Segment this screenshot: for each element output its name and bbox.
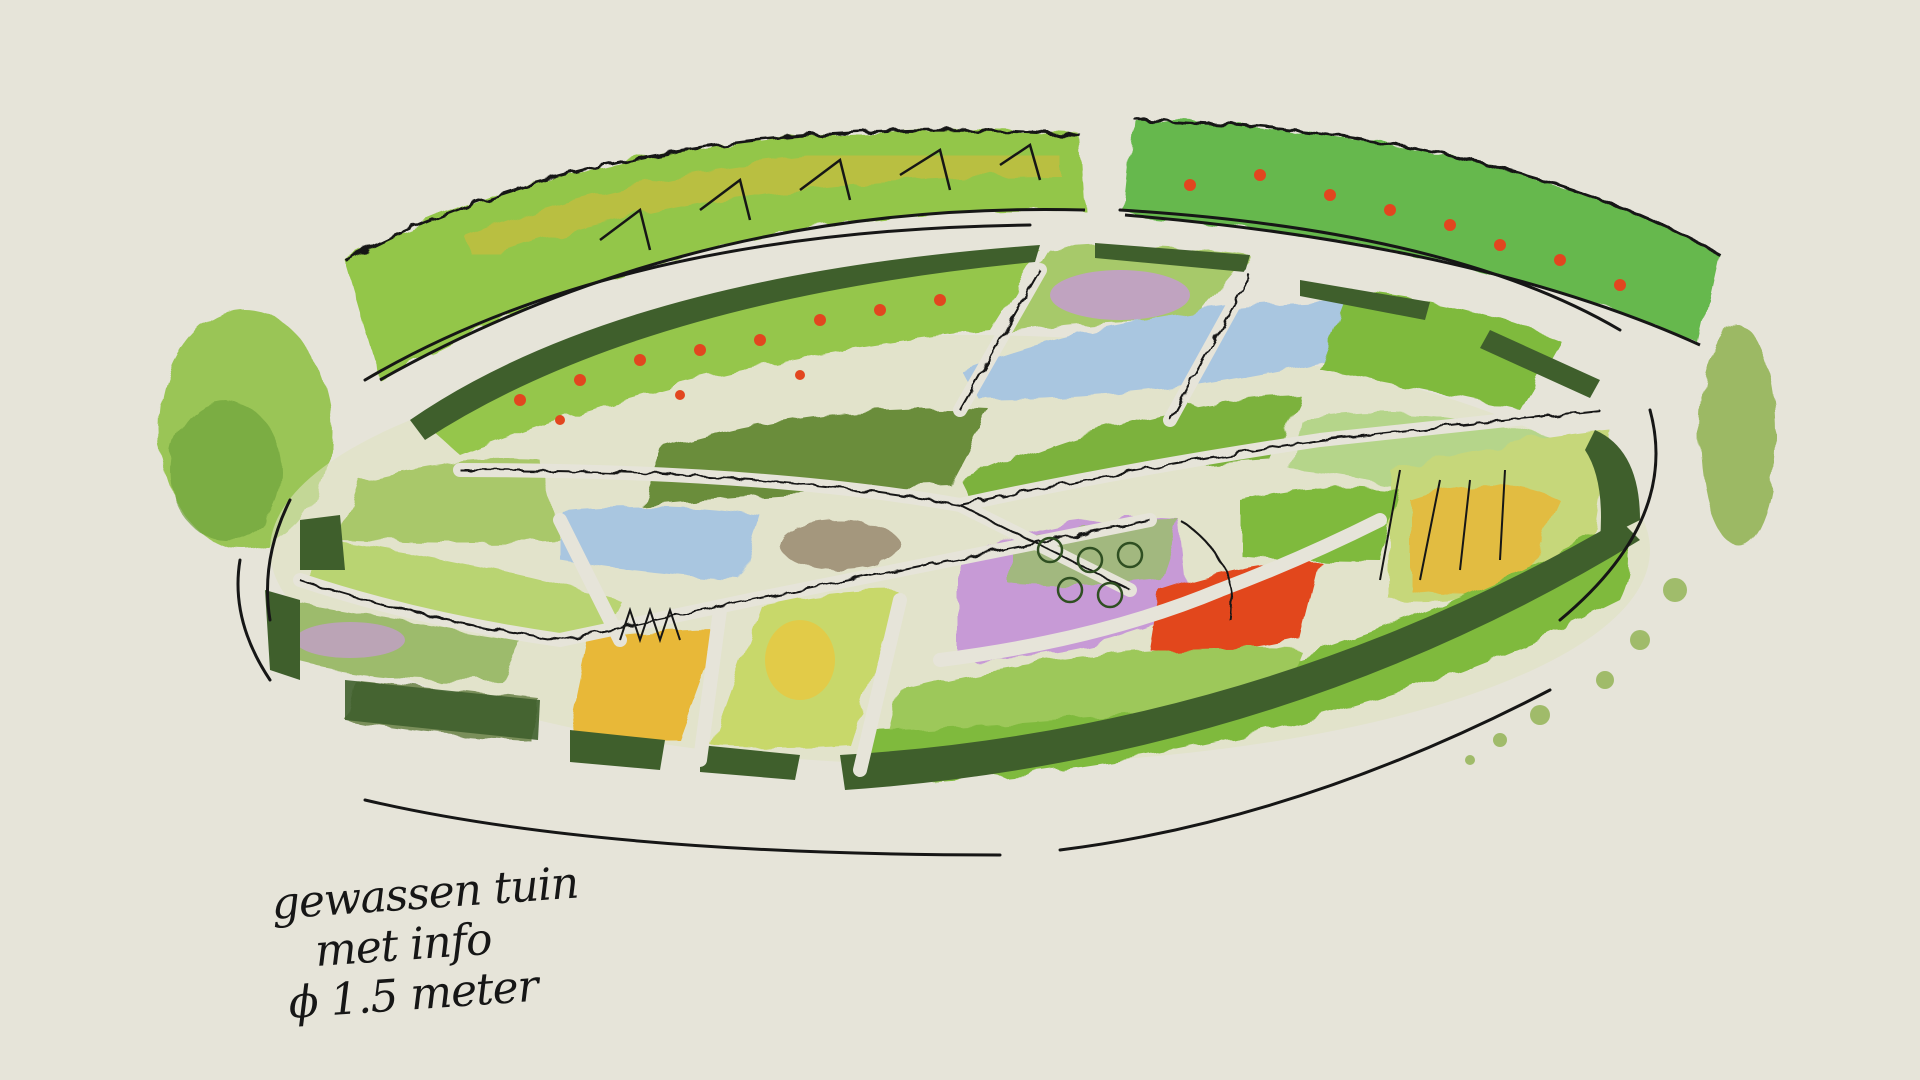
right-shrub bbox=[1700, 325, 1776, 545]
right-dots bbox=[1465, 578, 1687, 765]
handwritten-caption: gewassen tuin met info ϕ 1.5 meter bbox=[270, 858, 587, 1030]
back-left-hedge bbox=[344, 128, 1086, 382]
left-shrub bbox=[160, 310, 330, 550]
back-right-hedge bbox=[1124, 118, 1721, 347]
garden-bed bbox=[236, 208, 1658, 857]
